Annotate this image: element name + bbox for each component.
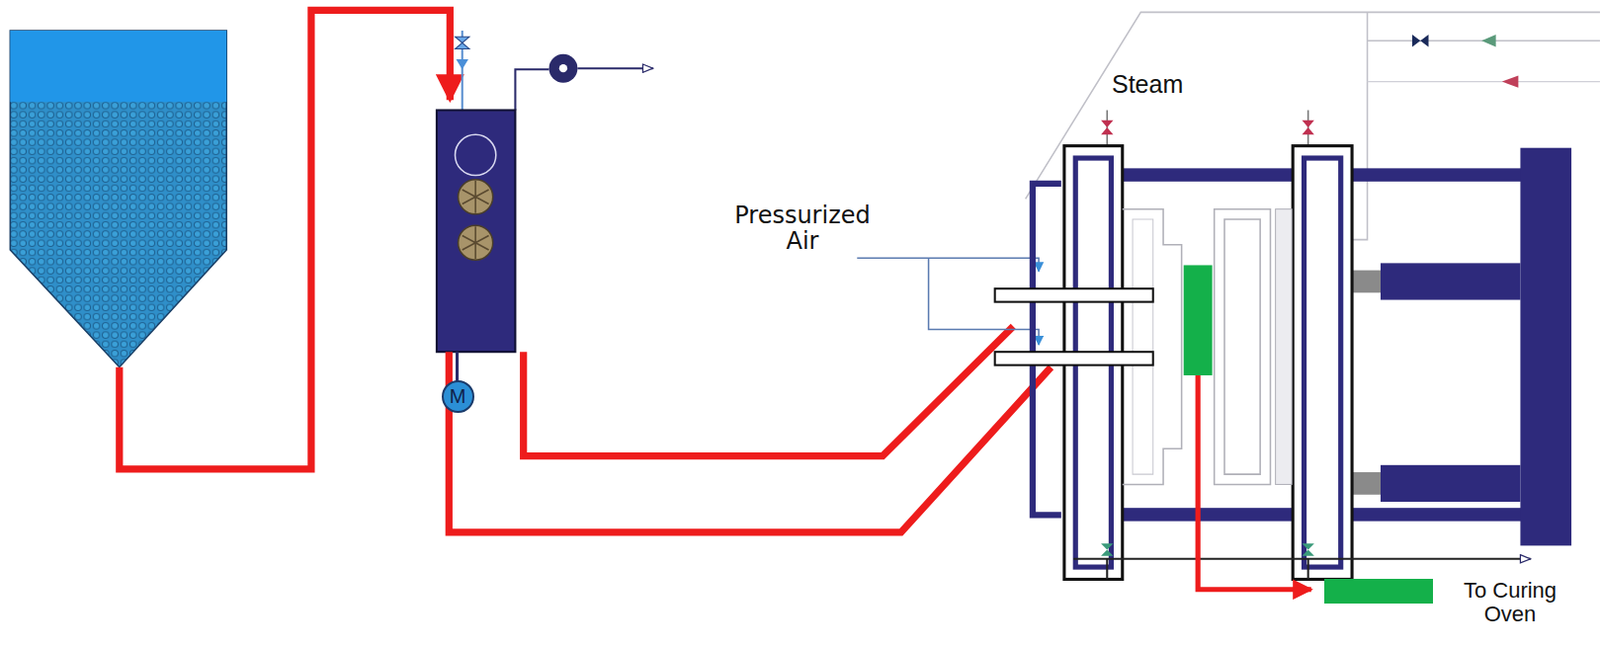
hydraulic-cylinder <box>1380 465 1520 503</box>
mixer-unit <box>436 30 654 382</box>
destination-block: To Curing Oven <box>1324 579 1570 627</box>
press-end-post <box>1519 148 1572 547</box>
destination-text: To Curing Oven <box>1450 579 1570 627</box>
feed-tank <box>9 30 227 368</box>
motor-shaft <box>455 351 459 382</box>
inlet-valve <box>454 36 469 49</box>
vacuum-pump <box>548 54 578 84</box>
flow-arrow <box>1502 75 1519 87</box>
mold-half <box>1122 209 1182 486</box>
mold-cavity <box>1132 219 1154 475</box>
vent-line <box>514 69 549 110</box>
motor-letter: M <box>449 386 467 407</box>
drain-valve <box>1301 543 1314 556</box>
flow-arrow <box>1481 34 1496 47</box>
inlet-pipe <box>995 351 1154 365</box>
cured-part-block <box>1324 579 1433 604</box>
drain-valve <box>1100 543 1113 556</box>
inlet-arrow <box>456 59 469 70</box>
steam-label: Steam <box>1111 71 1183 99</box>
steam-valve <box>1100 120 1113 135</box>
hydraulic-cylinder <box>1380 262 1520 300</box>
cast-part <box>1183 264 1213 376</box>
mixer-chamber <box>454 134 496 175</box>
mold-half <box>1214 209 1271 486</box>
drain-line <box>1307 559 1310 581</box>
steam-line <box>1367 81 1600 83</box>
platen-inner <box>1304 158 1342 568</box>
drain-line <box>1105 559 1108 581</box>
cylinder-rod <box>1351 472 1381 496</box>
steam-valve <box>1301 120 1314 135</box>
air-label: Pressurized Air <box>721 202 885 255</box>
slurry-pipe <box>523 326 1014 456</box>
line-valve <box>1412 34 1430 47</box>
feed-pipe <box>119 9 451 470</box>
mold-backing <box>1275 209 1293 486</box>
cylinder-rod <box>1351 270 1381 294</box>
tank-liquid-top <box>9 30 227 102</box>
press-bracket <box>1032 183 1062 516</box>
gear-teeth <box>462 180 490 260</box>
transfer-arrow <box>1197 375 1312 590</box>
filter-press <box>995 146 1572 581</box>
motor-symbol: M <box>441 380 475 414</box>
air-line <box>856 257 1039 271</box>
inlet-pipe <box>995 288 1154 302</box>
vent-outlet <box>577 67 653 70</box>
mixer-housing <box>436 110 516 353</box>
pump-hub <box>559 64 568 73</box>
tank-body <box>9 30 227 368</box>
drain-line <box>1073 558 1531 561</box>
slurry-pipe <box>448 351 1051 533</box>
moving-platen <box>1292 146 1352 581</box>
